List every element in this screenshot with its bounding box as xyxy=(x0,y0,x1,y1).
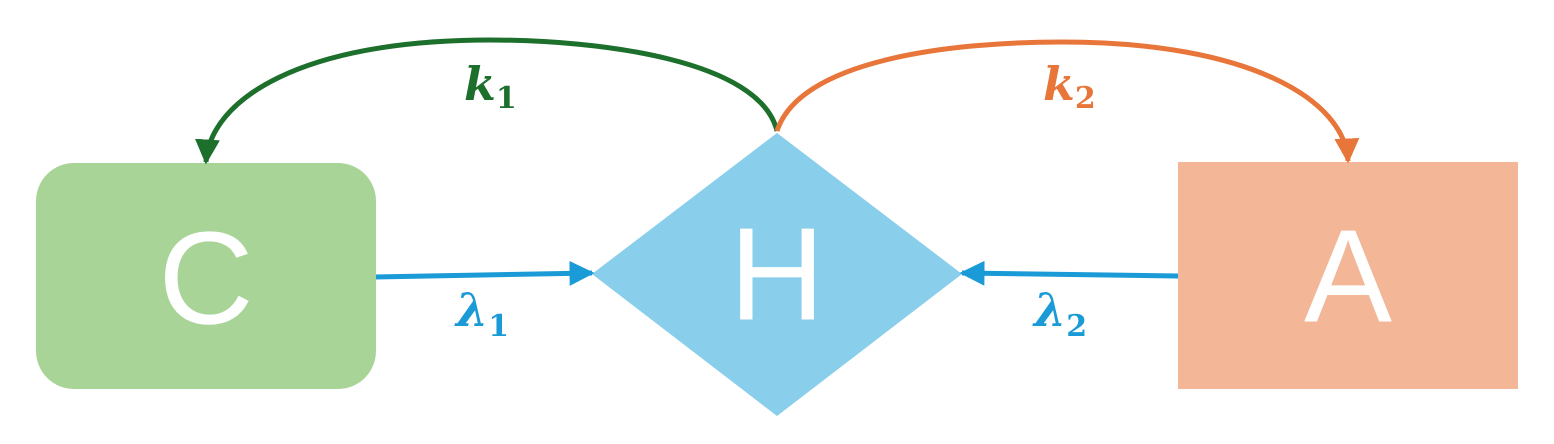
node-a-shape xyxy=(1178,162,1518,389)
node-h-label: H xyxy=(729,201,824,348)
node-c: C xyxy=(36,163,376,389)
node-h-shape xyxy=(592,133,962,416)
node-c-shape xyxy=(36,163,376,389)
edge-k1-arrow xyxy=(195,37,780,165)
label-lambda2: λ2 xyxy=(1032,283,1087,344)
label-k1-symbol: k xyxy=(464,57,496,111)
label-lambda1: λ1 xyxy=(454,283,509,344)
node-h: H xyxy=(592,133,962,416)
edge-lambda1-arrow xyxy=(375,260,595,286)
label-lambda2-subscript: 2 xyxy=(1066,309,1087,344)
label-lambda2-symbol: λ xyxy=(1032,283,1066,337)
label-lambda1-subscript: 1 xyxy=(488,309,509,344)
node-a-label: A xyxy=(1304,203,1392,350)
edge-k2-arrow xyxy=(774,39,1360,164)
label-k1-subscript: 1 xyxy=(496,81,517,116)
label-k2-symbol: k xyxy=(1043,57,1075,111)
label-k2: k2 xyxy=(1043,57,1096,116)
label-k2-subscript: 2 xyxy=(1075,81,1096,116)
node-c-label: C xyxy=(158,205,253,352)
label-lambda1-symbol: λ xyxy=(454,283,488,337)
edge-lambda2-arrow xyxy=(959,260,1179,286)
label-k1: k1 xyxy=(464,57,517,116)
node-a: A xyxy=(1178,162,1518,389)
